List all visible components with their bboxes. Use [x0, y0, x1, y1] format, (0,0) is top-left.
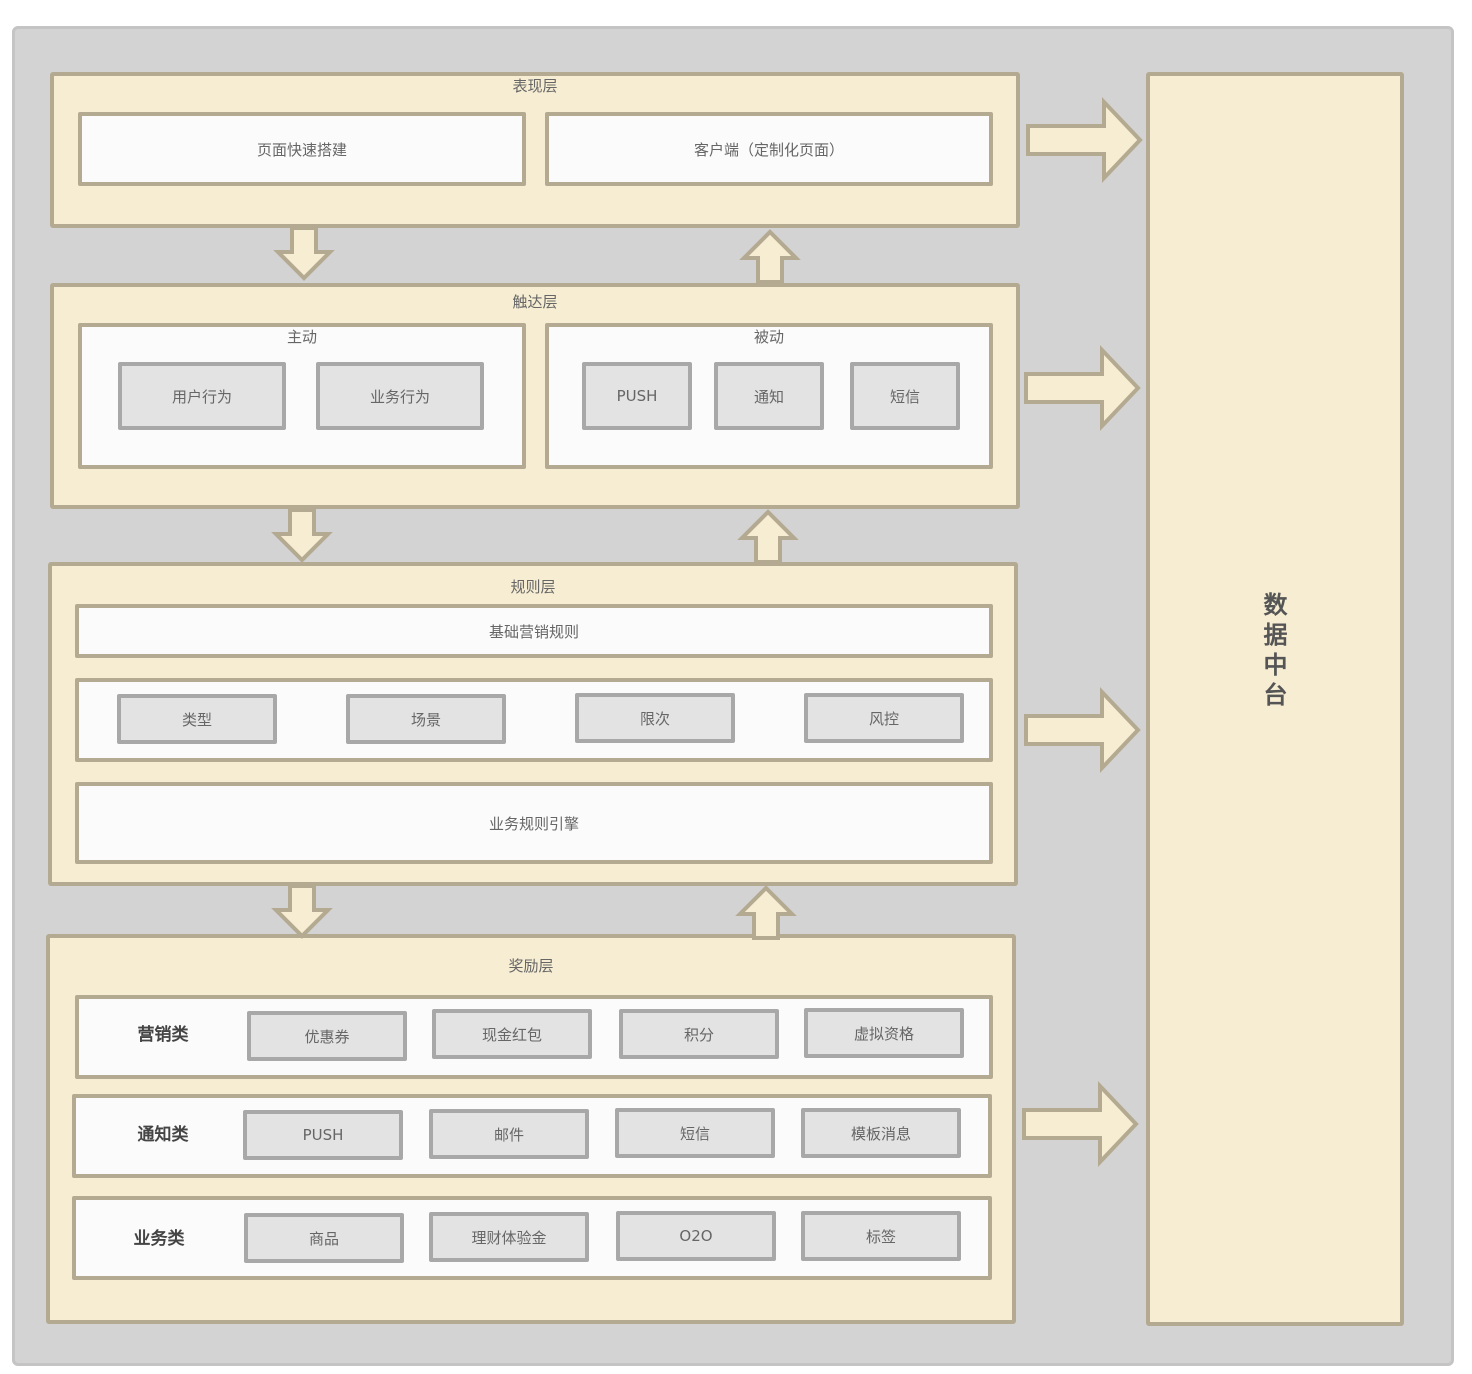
reward-category-marketing: 营销类 [137, 1024, 189, 1045]
rule-scene-chip: 场景 [346, 694, 506, 744]
reach-layer-title: 触达层 [512, 293, 558, 311]
push-chip: PUSH [582, 362, 692, 430]
right-arrow-icon [1024, 686, 1141, 774]
tag-chip: 标签 [801, 1211, 961, 1261]
reward-sms-chip: 短信 [615, 1108, 775, 1158]
wealth-trial-fund-chip: 理财体验金 [429, 1212, 589, 1262]
client-custom-page-box: 客户端（定制化页面） [545, 112, 993, 186]
down-arrow-icon [271, 508, 333, 563]
rule-type-chip: 类型 [117, 694, 277, 744]
reward-category-notification: 通知类 [137, 1124, 189, 1145]
presentation-layer-title: 表现层 [512, 77, 558, 95]
coupon-chip: 优惠券 [247, 1011, 407, 1061]
user-behavior-chip: 用户行为 [118, 362, 286, 430]
reward-push-chip: PUSH [243, 1110, 403, 1160]
business-rule-engine-box: 业务规则引擎 [75, 782, 993, 864]
down-arrow-icon [273, 226, 335, 281]
basic-marketing-rules-box: 基础营销规则 [75, 604, 993, 658]
business-behavior-chip: 业务行为 [316, 362, 484, 430]
data-platform-panel [1146, 72, 1404, 1326]
up-arrow-icon [737, 509, 799, 564]
up-arrow-icon [739, 229, 801, 284]
sms-chip: 短信 [850, 362, 960, 430]
cash-red-packet-chip: 现金红包 [432, 1009, 592, 1059]
reward-category-business: 业务类 [133, 1228, 185, 1249]
active-panel-title: 主动 [286, 328, 317, 346]
right-arrow-icon [1026, 96, 1143, 184]
rule-risk-control-chip: 风控 [804, 693, 964, 743]
points-chip: 积分 [619, 1009, 779, 1059]
down-arrow-icon [271, 884, 333, 939]
data-platform-title: 数据中台 [1259, 592, 1287, 712]
email-chip: 邮件 [429, 1109, 589, 1159]
right-arrow-icon [1022, 1080, 1139, 1168]
virtual-qualification-chip: 虚拟资格 [804, 1008, 964, 1058]
template-message-chip: 模板消息 [801, 1108, 961, 1158]
page-builder-box: 页面快速搭建 [78, 112, 526, 186]
rule-layer-title: 规则层 [510, 578, 556, 596]
passive-panel-title: 被动 [753, 328, 784, 346]
o2o-chip: O2O [616, 1211, 776, 1261]
rule-limit-chip: 限次 [575, 693, 735, 743]
up-arrow-icon [735, 885, 797, 940]
notice-chip: 通知 [714, 362, 824, 430]
right-arrow-icon [1024, 344, 1141, 432]
product-chip: 商品 [244, 1213, 404, 1263]
reward-layer-title: 奖励层 [508, 957, 554, 975]
